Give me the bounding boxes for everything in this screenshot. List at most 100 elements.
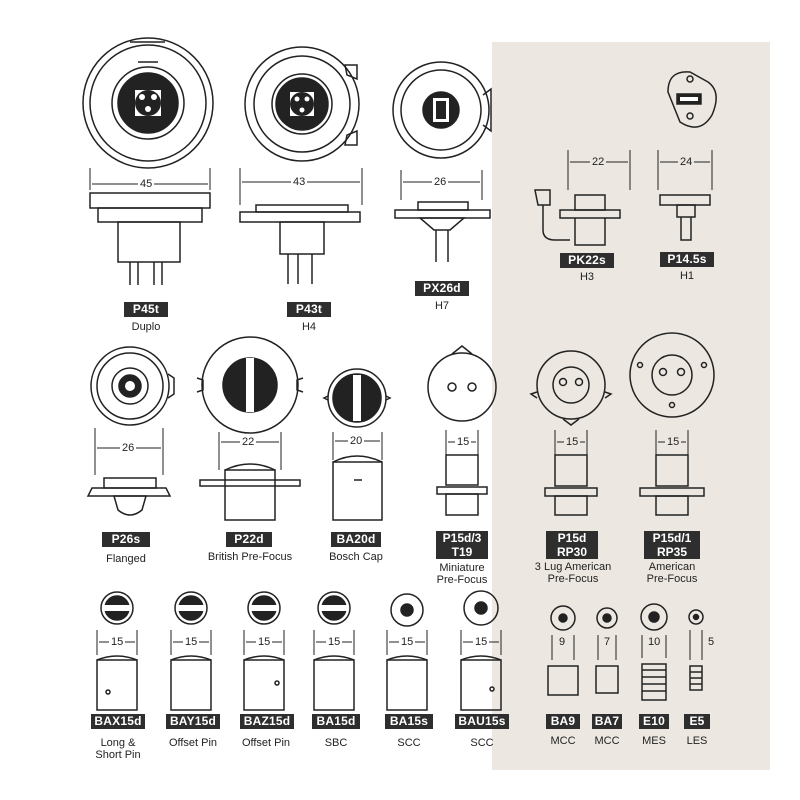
cap-code-ba15s: BA15s — [385, 714, 433, 729]
cap-code-p15d3: P15d/3 T19 — [436, 531, 488, 559]
bulb-name-p14-5s: H1 — [679, 270, 695, 282]
cap-code-pk22s: PK22s — [560, 253, 614, 268]
bulb-ba15s-drawing — [386, 593, 428, 711]
dim-ba15s: 15 — [399, 636, 416, 648]
cap-code-p15d1-line1: P15d/1 — [652, 531, 692, 545]
bulb-name-px26d: H7 — [434, 300, 450, 312]
dim-pk22s: 22 — [590, 156, 607, 168]
cap-code-p26s: P26s — [102, 532, 150, 547]
dim-p15d: 15 — [564, 436, 581, 448]
cap-code-e10: E10 — [639, 714, 669, 729]
bulb-pk22s-drawing — [534, 150, 631, 246]
bulb-name-p22d: British Pre-Focus — [207, 551, 293, 563]
cap-code-p45t: P45t — [124, 302, 168, 317]
cap-code-p15d-line1: P15d — [557, 531, 587, 545]
cap-code-p15d-line2: RP30 — [556, 545, 588, 559]
bulb-name-p15d3: Miniature Pre-Focus — [428, 562, 496, 586]
bulb-bax15d-drawing — [96, 591, 138, 711]
dim-p22d: 22 — [240, 436, 257, 448]
bulb-baz15d-drawing — [243, 591, 285, 711]
cap-code-ba9: BA9 — [546, 714, 580, 729]
cap-code-ba20d: BA20d — [331, 532, 381, 547]
bulb-name-e10: MES — [642, 735, 666, 747]
bulb-p22d-drawing — [196, 336, 304, 521]
bulb-name-p43t: H4 — [301, 321, 317, 333]
bulb-name-p15d3-line2: Pre-Focus — [436, 574, 488, 586]
dim-p45t: 45 — [138, 178, 155, 190]
cap-code-bau15s: BAU15s — [455, 714, 509, 729]
bulb-name-p45t: Duplo — [131, 321, 161, 333]
dim-px26d: 26 — [432, 176, 449, 188]
bulb-name-bax15d-line2: Short Pin — [95, 749, 141, 761]
bulb-name-bax15d: Long & Short Pin — [88, 737, 148, 761]
bulb-px26d-drawing — [392, 61, 492, 262]
bulb-p15d1-drawing — [629, 332, 715, 516]
bulb-ba9-drawing — [547, 605, 579, 696]
bulb-name-p26s: Flanged — [106, 553, 146, 565]
cap-code-baz15d: BAZ15d — [240, 714, 294, 729]
cap-code-e5: E5 — [684, 714, 710, 729]
cap-code-p15d1-line2: RP35 — [656, 545, 688, 559]
bulb-name-ba20d: Bosch Cap — [329, 551, 383, 563]
dim-p15d1: 15 — [665, 436, 682, 448]
shaded-background-panel — [492, 42, 770, 770]
cap-code-p15d1: P15d/1 RP35 — [644, 531, 700, 559]
bulb-name-bax15d-line1: Long & — [100, 737, 136, 749]
bulb-name-p15d1-line1: American — [648, 561, 696, 573]
cap-code-p15d3-line2: T19 — [451, 545, 473, 559]
dim-ba20d: 20 — [348, 435, 365, 447]
dim-p15d3: 15 — [455, 436, 472, 448]
cap-code-p15d: P15d RP30 — [546, 531, 598, 559]
cap-code-px26d: PX26d — [415, 281, 469, 296]
cap-code-ba7: BA7 — [592, 714, 622, 729]
cap-code-ba15d: BA15d — [312, 714, 360, 729]
cap-code-p14-5s: P14.5s — [660, 252, 714, 267]
bulb-name-ba9: MCC — [550, 735, 576, 747]
bulb-name-p15d-line2: Pre-Focus — [547, 573, 599, 585]
bulb-p43t-drawing — [239, 46, 363, 284]
dim-p26s: 26 — [120, 442, 137, 454]
bulb-p26s-drawing — [86, 346, 175, 516]
bulb-name-bau15s: SCC — [470, 737, 494, 749]
bulb-bau15s-drawing — [460, 590, 502, 711]
dim-bau15s: 15 — [473, 636, 490, 648]
dim-p43t: 43 — [291, 176, 308, 188]
dim-ba7: 7 — [602, 636, 613, 648]
cap-code-bax15d: BAX15d — [91, 714, 145, 729]
dim-bax15d: 15 — [109, 636, 126, 648]
bulb-name-ba15d: SBC — [324, 737, 348, 749]
bulb-name-p15d1: American Pre-Focus — [636, 561, 708, 585]
bulb-p45t-drawing — [82, 37, 214, 285]
dim-ba9: 9 — [557, 636, 568, 648]
bulb-ba20d-drawing — [322, 368, 392, 521]
bulb-name-e5: LES — [686, 735, 708, 747]
dim-baz15d: 15 — [256, 636, 273, 648]
bulb-e5-drawing — [688, 609, 704, 691]
bulb-ba15d-drawing — [313, 591, 355, 711]
bulb-name-p15d-line1: 3 Lug American — [534, 561, 612, 573]
bulb-name-ba15s: SCC — [397, 737, 421, 749]
bulb-p14-5s-drawing — [657, 71, 717, 241]
dim-ba15d: 15 — [326, 636, 343, 648]
bulb-name-p15d3-line1: Miniature — [439, 562, 485, 574]
bulb-name-bay15d: Offset Pin — [168, 737, 218, 749]
cap-code-p22d: P22d — [226, 532, 272, 547]
bulb-name-p15d1-line2: Pre-Focus — [646, 573, 698, 585]
dim-e5: 5 — [706, 636, 717, 648]
cap-code-bay15d: BAY15d — [166, 714, 220, 729]
cap-code-p15d3-line1: P15d/3 — [442, 531, 482, 545]
bulb-name-ba7: MCC — [594, 735, 620, 747]
bulb-name-pk22s: H3 — [579, 271, 595, 283]
dim-e10: 10 — [646, 636, 663, 648]
bulb-ba7-drawing — [595, 607, 619, 694]
cap-code-p43t: P43t — [287, 302, 331, 317]
bulb-name-baz15d: Offset Pin — [241, 737, 291, 749]
dim-p14-5s: 24 — [678, 156, 695, 168]
bulb-e10-drawing — [640, 603, 668, 701]
dim-bay15d: 15 — [183, 636, 200, 648]
bulb-p15d3-drawing — [427, 345, 497, 516]
bulb-p15d-drawing — [529, 350, 613, 516]
bulb-name-p15d: 3 Lug American Pre-Focus — [528, 561, 618, 585]
bulb-bay15d-drawing — [170, 591, 212, 711]
